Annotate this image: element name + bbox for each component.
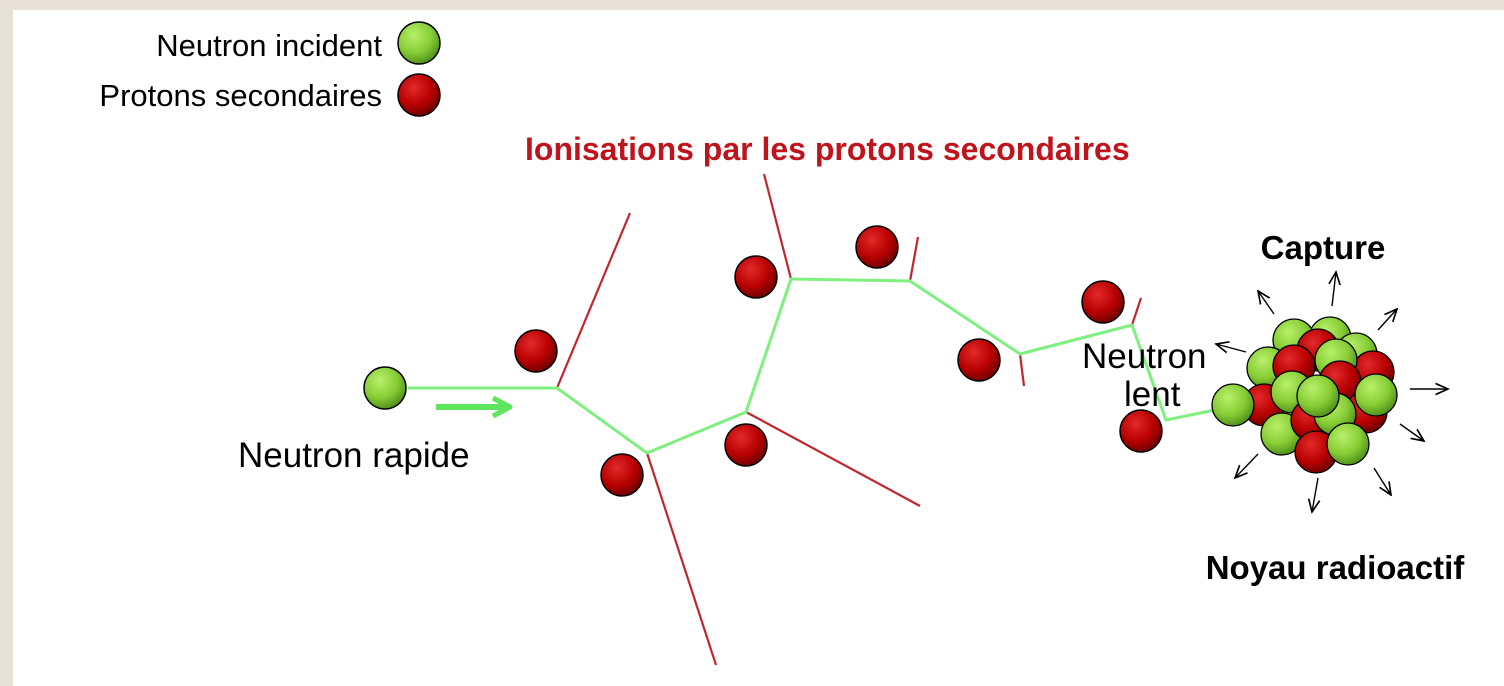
secondary-proton: [734, 255, 778, 299]
secondary-proton: [957, 338, 1001, 382]
proton-track: [1018, 353, 1026, 387]
proton-track: [745, 411, 921, 507]
neutron-lent-label-line1: Neutron: [1082, 337, 1207, 376]
capture-label: Capture: [1261, 229, 1386, 266]
secondary-proton: [1081, 280, 1125, 324]
secondary-protons: [514, 225, 1163, 497]
secondary-proton: [1119, 409, 1163, 453]
radioactive-nucleus: [1211, 316, 1398, 474]
proton-track: [908, 236, 920, 282]
captured-neutron: [1211, 383, 1255, 427]
neutron-rapide-label: Neutron rapide: [238, 436, 470, 475]
neutron-direction-arrow: [436, 395, 513, 419]
proton-tracks: [555, 173, 1143, 666]
diagram-frame: [13, 10, 1504, 686]
secondary-proton: [724, 423, 768, 467]
ionisations-label: Ionisations par les protons secondaires: [525, 131, 1130, 167]
proton-track: [555, 212, 632, 389]
secondary-proton: [855, 225, 899, 269]
incident-neutron: [363, 366, 407, 410]
proton-track: [645, 452, 718, 666]
neutron-path: [408, 277, 1216, 455]
nucleon-neutron: [1326, 422, 1370, 466]
legend-neutron-icon: [397, 21, 441, 65]
nucleon-neutron: [1354, 373, 1398, 417]
emission-arrows: [1216, 272, 1448, 512]
noyau-radioactif-label: Noyau radioactif: [1206, 549, 1466, 586]
proton-track: [1130, 297, 1143, 326]
proton-track: [762, 173, 793, 280]
legend-proton-icon: [397, 73, 441, 117]
secondary-proton: [600, 453, 644, 497]
nucleon-neutron: [1296, 374, 1340, 418]
secondary-proton: [514, 329, 558, 373]
legend-neutron-incident-label: Neutron incident: [156, 28, 382, 63]
neutron-lent-label-line2: lent: [1124, 375, 1181, 414]
legend-protons-secondaires-label: Protons secondaires: [99, 78, 382, 113]
